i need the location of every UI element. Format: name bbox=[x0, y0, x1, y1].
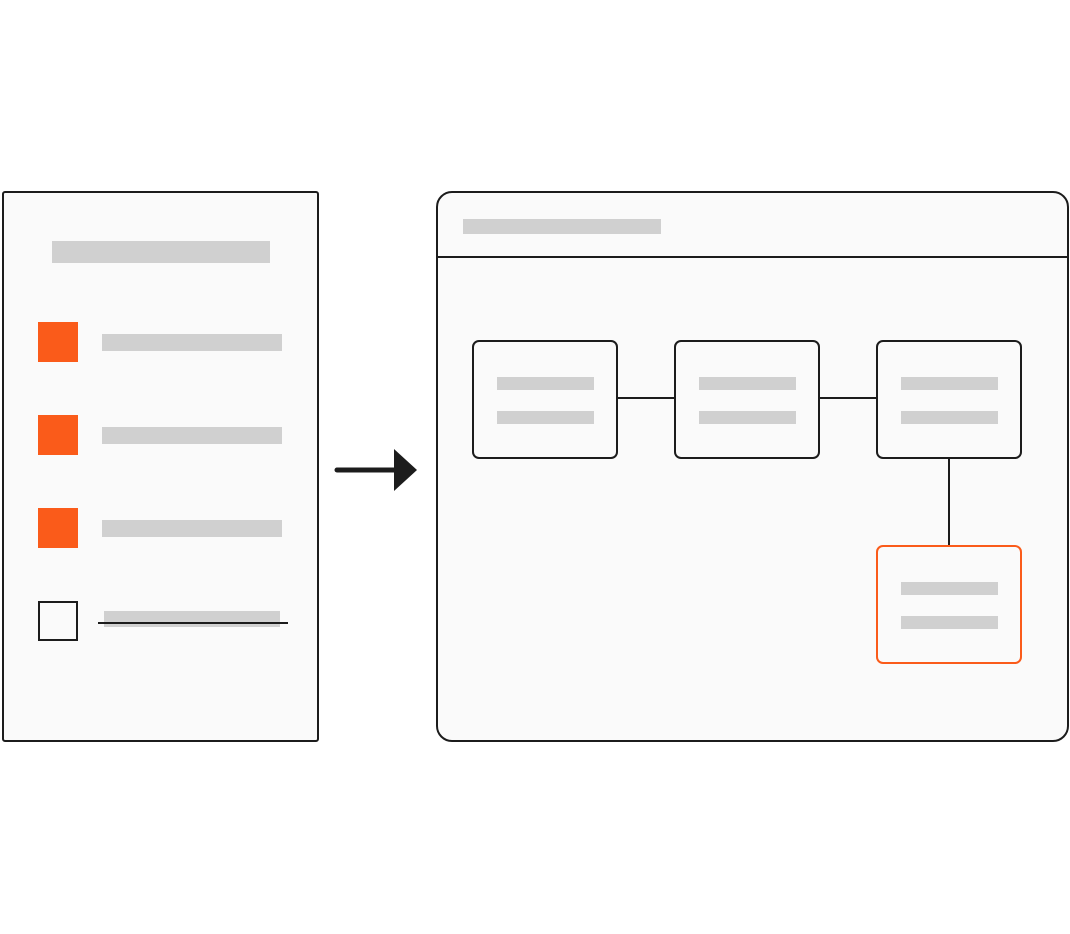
node-line-placeholder bbox=[699, 377, 796, 390]
connector-3-4 bbox=[948, 457, 950, 546]
connector-1-2 bbox=[617, 397, 676, 399]
node-line-placeholder bbox=[699, 411, 796, 424]
flow-node-1 bbox=[472, 340, 618, 459]
node-line-placeholder bbox=[901, 582, 998, 595]
checklist-item-1-placeholder bbox=[102, 334, 282, 351]
node-line-placeholder bbox=[901, 616, 998, 629]
checklist-checkbox-4 bbox=[38, 601, 78, 641]
connector-2-3 bbox=[819, 397, 878, 399]
checklist-item-4-placeholder bbox=[104, 611, 280, 627]
flow-node-4-highlighted bbox=[876, 545, 1022, 664]
node-line-placeholder bbox=[497, 377, 594, 390]
strikethrough-line bbox=[98, 622, 288, 624]
checklist-checkbox-2 bbox=[38, 415, 78, 455]
checklist-item-2-placeholder bbox=[102, 427, 282, 444]
flow-node-3 bbox=[876, 340, 1022, 459]
node-line-placeholder bbox=[497, 411, 594, 424]
node-line-placeholder bbox=[901, 377, 998, 390]
checklist-title-placeholder bbox=[52, 241, 270, 263]
flow-node-2 bbox=[674, 340, 820, 459]
checklist-item-3-placeholder bbox=[102, 520, 282, 537]
checklist-checkbox-1 bbox=[38, 322, 78, 362]
node-line-placeholder bbox=[901, 411, 998, 424]
checklist-panel bbox=[2, 191, 319, 742]
arrow-right-icon bbox=[334, 449, 417, 491]
window-title-placeholder bbox=[463, 219, 661, 234]
window-header-divider bbox=[438, 256, 1067, 258]
checklist-checkbox-3 bbox=[38, 508, 78, 548]
